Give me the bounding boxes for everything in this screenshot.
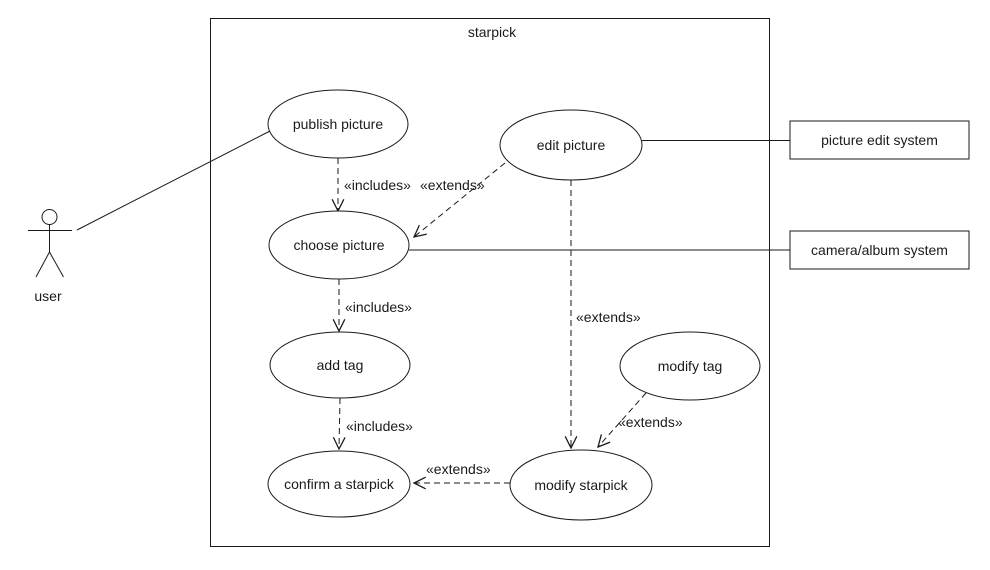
confirm-a-starpick-ellipse (267, 450, 411, 518)
edit-picture-label: edit picture (537, 137, 606, 153)
association-user-publish-picture (76, 130, 271, 231)
choose-picture-ellipse (268, 210, 410, 280)
external-system-camera-album-system: camera/album system (789, 230, 970, 270)
include-choose-to-addtag-label: «includes» (345, 299, 412, 315)
edit-picture-ellipse (499, 109, 643, 181)
actor-leg-left (35, 251, 50, 278)
modify-tag-label: modify tag (658, 358, 723, 374)
use-case-choose-picture: choose picture (268, 210, 410, 280)
choose-picture-label: choose picture (293, 237, 384, 253)
publish-picture-label: publish picture (293, 116, 383, 132)
actor-user: user (28, 209, 72, 304)
include-addtag-to-confirm-line (339, 397, 340, 449)
use-case-add-tag: add tag (269, 331, 411, 399)
add-tag-label: add tag (317, 357, 364, 373)
system-title: starpick (468, 24, 517, 40)
picture-edit-system-label: picture edit system (821, 132, 938, 148)
use-case-confirm-a-starpick: confirm a starpick (267, 450, 411, 518)
modify-starpick-label: modify starpick (534, 477, 628, 493)
publish-picture-ellipse (267, 89, 409, 159)
modify-tag-ellipse (619, 331, 761, 401)
external-system-picture-edit-system: picture edit system (789, 120, 970, 160)
use-case-modify-starpick: modify starpick (509, 449, 653, 521)
add-tag-ellipse (269, 331, 411, 399)
include-addtag-to-confirm-label: «includes» (346, 418, 413, 434)
camera-album-system-label: camera/album system (811, 242, 948, 258)
include-publish-to-choose-label: «includes» (344, 177, 411, 193)
actor-label: user (34, 288, 62, 304)
use-case-publish-picture: publish picture (267, 89, 409, 159)
modify-starpick-ellipse (509, 449, 653, 521)
actor-leg-right (49, 251, 64, 278)
extend-edit-to-modifystarpick-label: «extends» (576, 309, 641, 325)
picture-edit-system-box (789, 120, 970, 160)
extend-modifystarpick-to-confirm-label: «extends» (426, 461, 491, 477)
extend-modifytag-to-modifystarpick-line (598, 392, 647, 447)
extend-modifytag-to-modifystarpick-label: «extends» (618, 414, 683, 430)
extend-edit-to-choose-label: «extends» (420, 177, 485, 193)
use-case-modify-tag: modify tag (619, 331, 761, 401)
camera-album-system-box (789, 230, 970, 270)
actor-head (41, 209, 58, 225)
use-case-edit-picture: edit picture (499, 109, 643, 181)
confirm-a-starpick-label: confirm a starpick (284, 476, 395, 492)
